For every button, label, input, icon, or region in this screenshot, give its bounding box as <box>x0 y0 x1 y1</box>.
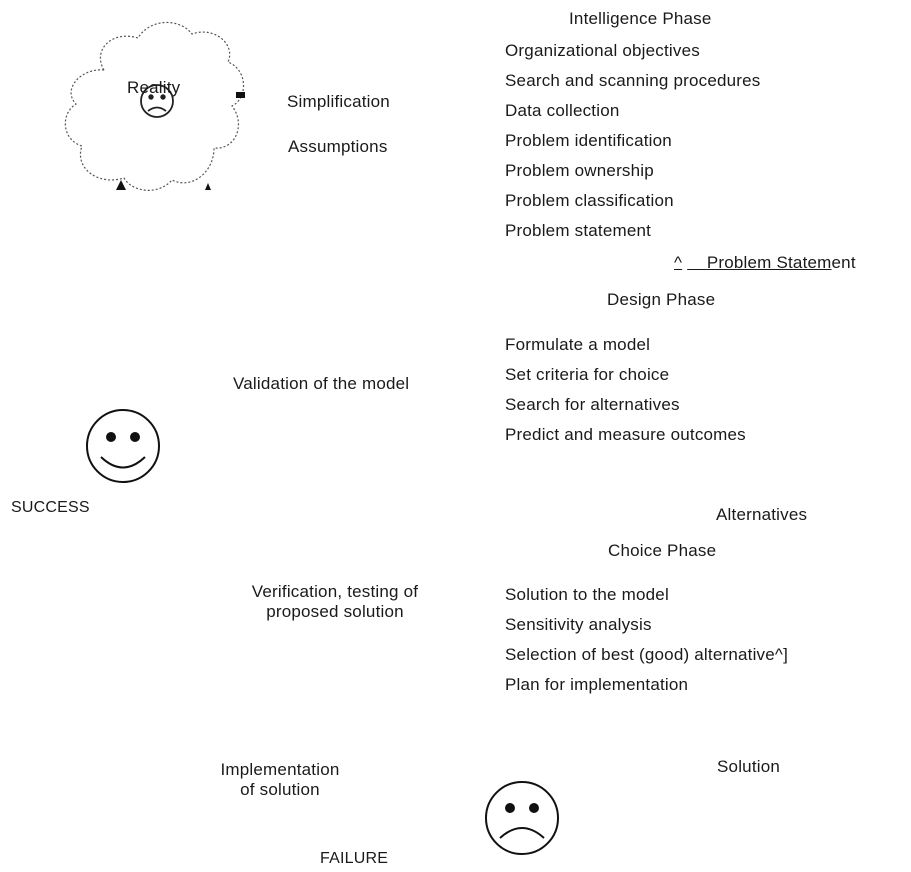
verification-line-1: Verification, testing of <box>251 582 419 601</box>
problem-statement-underlined: Problem Statem <box>706 253 832 272</box>
choice-phase-items: Solution to the model Sensitivity analys… <box>505 585 788 705</box>
reality-label: Reality <box>127 78 181 97</box>
implementation-label: Implementation of solution <box>180 760 380 800</box>
list-item: Problem classification <box>505 191 674 210</box>
list-item: Problem identification <box>505 131 672 150</box>
reality-sad-face <box>140 84 174 118</box>
intelligence-phase-items: Organizational objectives Search and sca… <box>505 41 761 251</box>
validation-label: Validation of the model <box>233 374 410 393</box>
verification-label: Verification, testing of proposed soluti… <box>225 582 445 622</box>
list-item: Organizational objectives <box>505 41 700 60</box>
list-item: Search and scanning procedures <box>505 71 761 90</box>
list-item: Predict and measure outcomes <box>505 425 746 444</box>
caret-mark: ^ <box>674 253 683 272</box>
list-item: Solution to the model <box>505 585 669 604</box>
problem-statement-rest: ent <box>831 253 856 272</box>
list-item: Problem ownership <box>505 161 654 180</box>
simplification-label: Simplification <box>287 92 390 111</box>
choice-phase-title: Choice Phase <box>608 541 717 560</box>
implementation-line-2: of solution <box>240 780 320 799</box>
underline-gap <box>687 253 707 272</box>
success-smiley-face-icon <box>86 409 160 483</box>
list-item: Set criteria for choice <box>505 365 670 384</box>
list-item: Problem statement <box>505 221 652 240</box>
list-item: Data collection <box>505 101 620 120</box>
intelligence-phase-title: Intelligence Phase <box>569 9 712 28</box>
list-item: Sensitivity analysis <box>505 615 652 634</box>
solution-output: Solution <box>717 757 781 776</box>
design-phase-title: Design Phase <box>607 290 716 309</box>
failure-label: FAILURE <box>320 850 389 867</box>
design-phase-items: Formulate a model Set criteria for choic… <box>505 335 746 455</box>
arrowhead-mark <box>116 180 126 190</box>
arrowhead-mark <box>236 92 245 98</box>
list-item: Selection of best (good) alternative^] <box>505 645 789 664</box>
list-item: Plan for implementation <box>505 675 689 694</box>
verification-line-2: proposed solution <box>266 602 404 621</box>
problem-statement-output: ^ Problem Statement <box>674 253 856 273</box>
list-item: Formulate a model <box>505 335 651 354</box>
success-label: SUCCESS <box>11 499 90 516</box>
implementation-line-1: Implementation <box>220 760 340 779</box>
arrowhead-mark <box>205 183 211 190</box>
assumptions-label: Assumptions <box>288 137 388 156</box>
failure-sad-face-icon <box>485 781 559 855</box>
list-item: Search for alternatives <box>505 395 680 414</box>
reality-cloud <box>64 21 245 191</box>
alternatives-output: Alternatives <box>716 505 808 524</box>
